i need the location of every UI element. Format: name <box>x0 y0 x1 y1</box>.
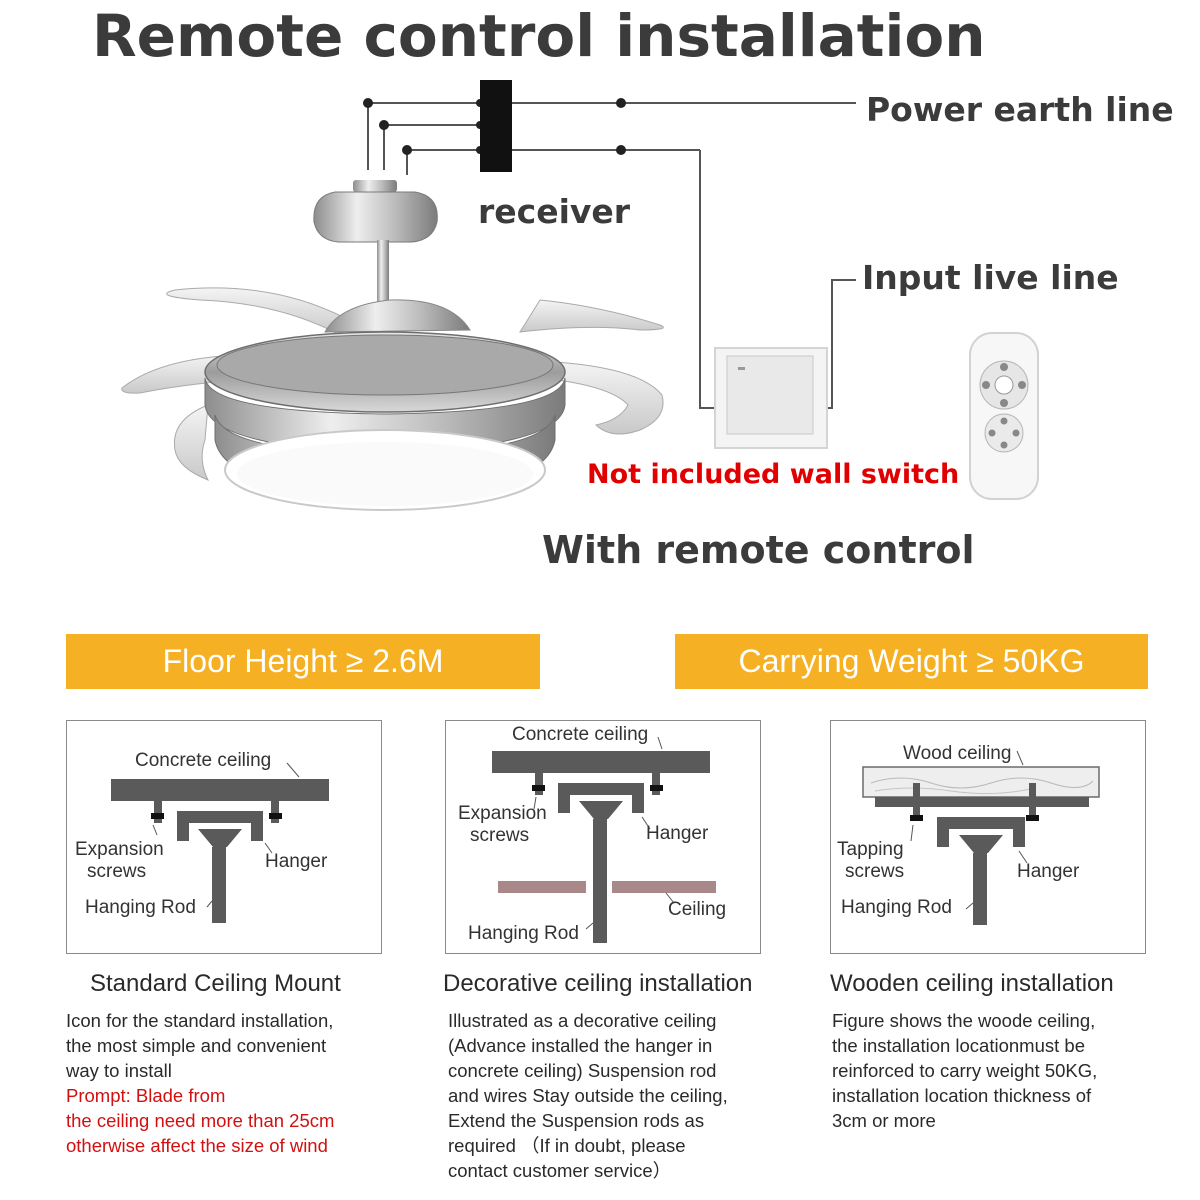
expansion-screws-line-2: screws <box>470 825 530 846</box>
desc-line: contact customer service） <box>448 1160 672 1181</box>
page-title: Remote control installation <box>92 2 986 70</box>
standard-mount-diagram <box>111 762 329 923</box>
desc-line: Figure shows the woode ceiling, <box>832 1010 1096 1031</box>
standard-mount-description: Icon for the standard installation, the … <box>66 1008 396 1158</box>
decorative-ceiling-caption: Decorative ceiling installation <box>443 970 753 997</box>
standard-mount-panel: Concrete ceiling Expansion screws Hanger… <box>66 720 382 954</box>
hanging-rod-label: Hanging Rod <box>841 897 952 918</box>
desc-line: the most simple and convenient <box>66 1035 327 1056</box>
decorative-ceiling-panel: Concrete ceiling Expansion screws Hanger… <box>445 720 761 954</box>
remote-control-image <box>969 332 1039 500</box>
desc-line: concrete ceiling) Suspension rod <box>448 1060 717 1081</box>
decorative-ceiling-diagram <box>492 736 716 943</box>
hanging-rod-label: Hanging Rod <box>468 923 579 944</box>
desc-line: Icon for the standard installation, <box>66 1010 334 1031</box>
ceiling-fan-image <box>121 180 664 511</box>
expansion-screws-line-2: screws <box>87 861 147 882</box>
desc-line: and wires Stay outside the ceiling, <box>448 1085 728 1106</box>
prompt-line: otherwise affect the size of wind <box>66 1135 328 1156</box>
receiver-label: receiver <box>478 192 631 231</box>
remote-control-label: With remote control <box>542 528 975 572</box>
hanger-label: Hanger <box>1017 861 1080 882</box>
wooden-ceiling-panel: Wood ceiling Tapping screws Hanger Hangi… <box>830 720 1146 954</box>
tapping-screws-line-1: Tapping <box>837 839 904 860</box>
wiring-illustration <box>121 80 1039 511</box>
input-live-line-label: Input live line <box>862 258 1119 297</box>
desc-line: the installation locationmust be <box>832 1035 1085 1056</box>
expansion-screws-label: Expansion screws <box>458 803 547 847</box>
hanging-rod-label: Hanging Rod <box>85 897 196 918</box>
decorative-ceiling-description: Illustrated as a decorative ceiling (Adv… <box>448 1008 788 1183</box>
wall-switch-image <box>714 347 828 449</box>
standard-mount-caption: Standard Ceiling Mount <box>90 970 341 997</box>
wood-ceiling-label: Wood ceiling <box>903 743 1012 764</box>
desc-line: (Advance installed the hanger in <box>448 1035 713 1056</box>
tapping-screws-line-2: screws <box>845 861 905 882</box>
concrete-ceiling-label: Concrete ceiling <box>135 750 272 771</box>
desc-line: 3cm or more <box>832 1110 936 1131</box>
power-earth-line-label: Power earth line <box>866 90 1174 129</box>
hanger-label: Hanger <box>265 851 328 872</box>
expansion-screws-line-1: Expansion <box>75 839 164 860</box>
tapping-screws-label: Tapping screws <box>837 839 904 883</box>
expansion-screws-label: Expansion screws <box>75 839 164 883</box>
expansion-screws-line-1: Expansion <box>458 803 547 824</box>
switch-note: Not included wall switch <box>587 459 960 490</box>
prompt-line: Prompt: Blade from <box>66 1085 226 1106</box>
concrete-ceiling-label: Concrete ceiling <box>512 724 649 745</box>
desc-line: Illustrated as a decorative ceiling <box>448 1010 717 1031</box>
desc-line: Extend the Suspension rods as <box>448 1110 705 1131</box>
desc-line: reinforced to carry weight 50KG, <box>832 1060 1098 1081</box>
floor-height-banner: Floor Height ≥ 2.6M <box>66 634 540 689</box>
wooden-ceiling-diagram <box>862 750 1100 925</box>
prompt-line: the ceiling need more than 25cm <box>66 1110 335 1131</box>
desc-line: way to install <box>66 1060 172 1081</box>
wooden-ceiling-caption: Wooden ceiling installation <box>830 970 1114 997</box>
hanger-label: Hanger <box>646 823 709 844</box>
receiver-box <box>480 80 512 172</box>
ceiling-label: Ceiling <box>668 899 727 920</box>
desc-line: required （If in doubt, please <box>448 1135 686 1156</box>
desc-line: installation location thickness of <box>832 1085 1092 1106</box>
wooden-ceiling-description: Figure shows the woode ceiling, the inst… <box>832 1008 1177 1133</box>
carrying-weight-banner: Carrying Weight ≥ 50KG <box>675 634 1148 689</box>
